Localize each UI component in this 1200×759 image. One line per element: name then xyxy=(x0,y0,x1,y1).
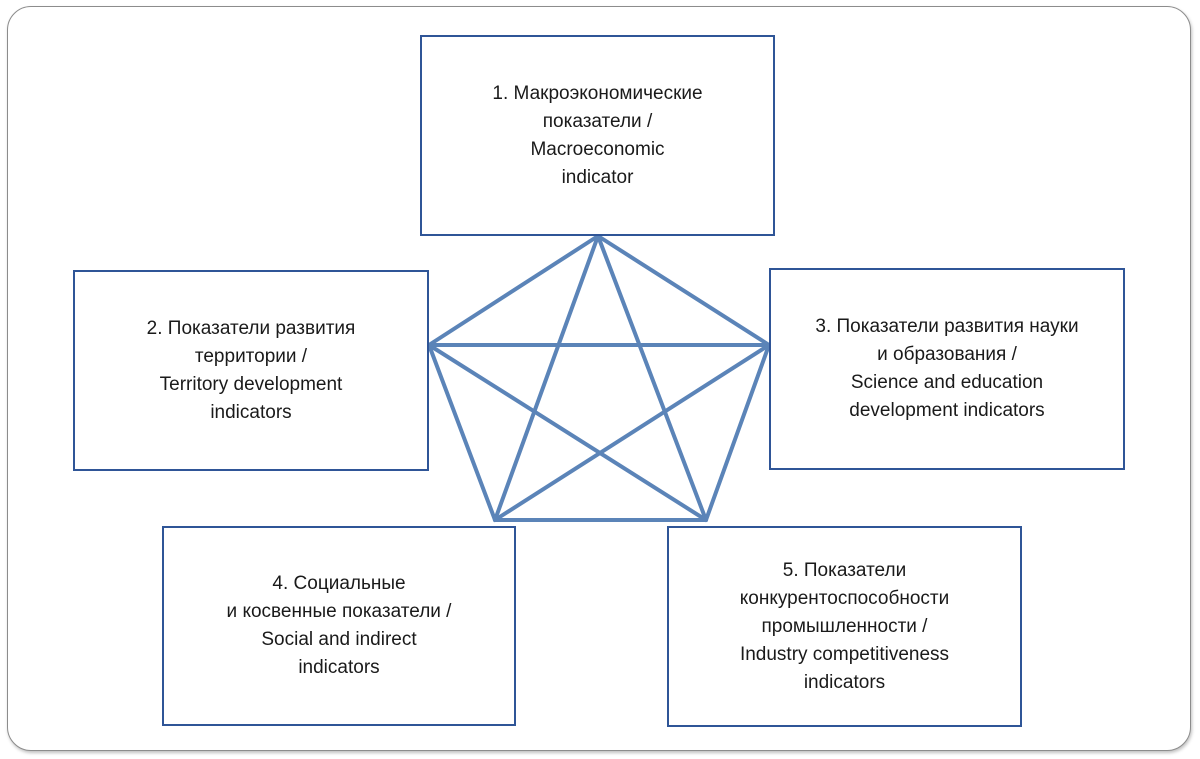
box-5-line-4: Industry competitiveness xyxy=(739,643,950,665)
box-social-indirect-indicators: 4. Социальные и косвенные показатели / S… xyxy=(162,526,516,726)
connector-1-5 xyxy=(596,234,708,522)
box-5-line-1: 5. Показатели xyxy=(782,559,907,581)
connector-1-3 xyxy=(596,234,771,347)
connector-3-5 xyxy=(704,343,771,522)
box-3-line-3: Science and education xyxy=(850,372,1044,393)
box-3-line-1: 3. Показатели развития науки xyxy=(815,316,1079,337)
box-1-line-4: indicator xyxy=(561,166,634,188)
box-macroeconomic-indicators: 1. Макроэкономические показатели / Macro… xyxy=(420,35,775,236)
box-4-line-2: и косвенные показатели / xyxy=(226,601,452,622)
box-3-line-2: и образования / xyxy=(877,344,1017,365)
box-4-line-3: Social and indirect xyxy=(261,629,417,650)
box-industry-label: 5. Показатели конкурентоспособности пром… xyxy=(740,557,949,697)
box-1-line-2: показатели / xyxy=(542,110,653,132)
box-2-line-4: indicators xyxy=(210,401,292,423)
box-4-line-4: indicators xyxy=(298,657,380,678)
connector-2-5 xyxy=(427,343,708,522)
connector-2-4 xyxy=(427,343,497,522)
box-5-line-3: промышленности / xyxy=(761,615,928,637)
box-4-line-1: 4. Социальные xyxy=(272,573,406,594)
box-territory-development-indicators: 2. Показатели развития территории / Terr… xyxy=(73,270,429,471)
box-2-line-2: территории / xyxy=(194,345,308,367)
box-5-line-5: indicators xyxy=(803,671,886,693)
box-2-line-3: Territory development xyxy=(159,373,343,395)
box-2-line-1: 2. Показатели развития xyxy=(146,317,356,339)
connector-3-4 xyxy=(493,343,771,522)
box-territory-label: 2. Показатели развития территории / Terr… xyxy=(147,315,356,427)
connector-1-4 xyxy=(493,234,600,522)
box-1-line-3: Macroeconomic xyxy=(530,138,665,160)
box-science-label: 3. Показатели развития науки и образован… xyxy=(815,313,1078,425)
connector-1-2 xyxy=(427,234,600,347)
box-1-line-1: 1. Макроэкономические xyxy=(492,82,703,104)
box-5-line-2: конкурентоспособности xyxy=(739,587,950,609)
box-social-label: 4. Социальные и косвенные показатели / S… xyxy=(227,570,452,682)
box-industry-competitiveness-indicators: 5. Показатели конкурентоспособности пром… xyxy=(667,526,1022,727)
box-science-education-indicators: 3. Показатели развития науки и образован… xyxy=(769,268,1125,470)
box-3-line-4: development indicators xyxy=(849,400,1045,421)
box-macroeconomic-label: 1. Макроэкономические показатели / Macro… xyxy=(492,80,702,192)
